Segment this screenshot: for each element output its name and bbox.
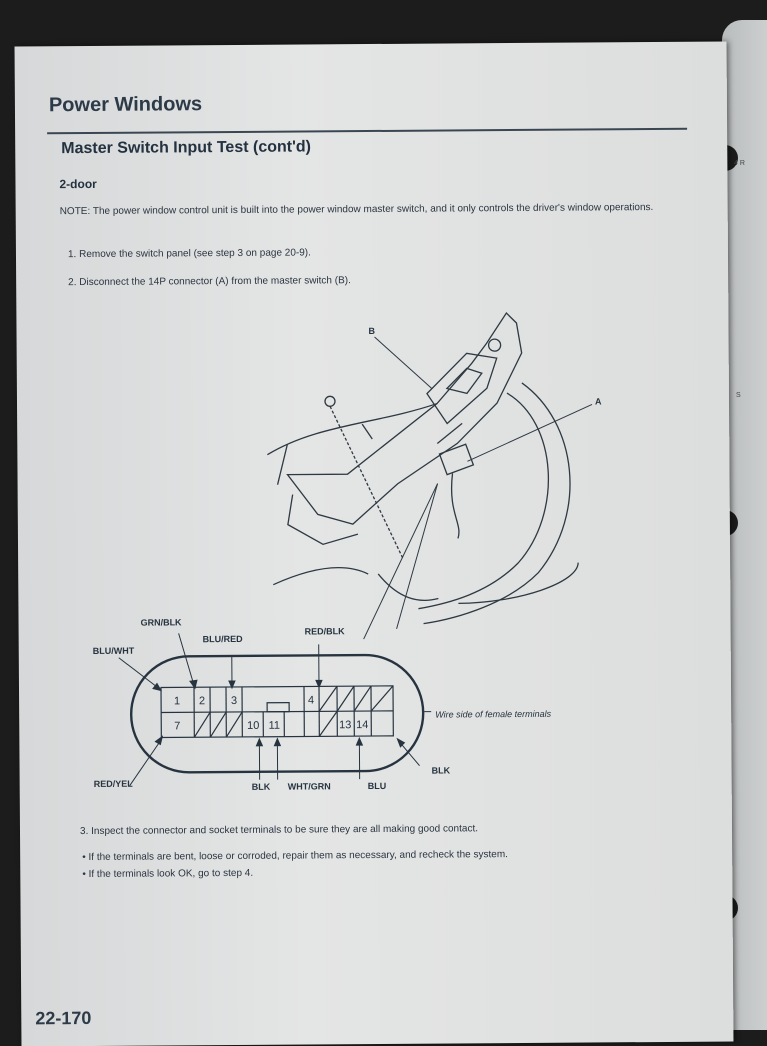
callout-leaders — [362, 335, 594, 639]
wire-label-grn-blk: GRN/BLK — [141, 617, 183, 627]
pin-7: 7 — [174, 720, 180, 732]
pin-2: 2 — [199, 695, 205, 707]
wire-label-blu-wht: BLU/WHT — [93, 646, 135, 656]
page-number: 22-170 — [35, 1008, 91, 1029]
callout-a: A — [595, 396, 602, 406]
connector-diagram: B A — [15, 42, 734, 1046]
wire-label-blu: BLU — [368, 781, 387, 791]
facing-page-mark: 4 R — [734, 160, 745, 167]
master-switch-illustration — [266, 313, 578, 625]
pin-13: 13 — [339, 719, 351, 731]
wire-label-blk-right: BLK — [432, 765, 451, 775]
callout-b: B — [368, 326, 375, 336]
wire-label-blu-red: BLU/RED — [203, 634, 244, 644]
wire-label-red-yel: RED/YEL — [94, 779, 134, 789]
pin-3: 3 — [231, 695, 237, 707]
manual-page: Power Windows Master Switch Input Test (… — [15, 42, 734, 1046]
wire-label-wht-grn: WHT/GRN — [288, 781, 331, 791]
pin-14: 14 — [356, 719, 368, 731]
wire-side-caption: Wire side of female terminals — [435, 709, 552, 720]
pin-1: 1 — [174, 695, 180, 707]
wire-label-blk-bottom: BLK — [252, 782, 271, 792]
facing-page-mark: S — [736, 392, 741, 399]
pin-10: 10 — [247, 720, 259, 732]
pin-4: 4 — [308, 694, 314, 706]
bullet-terminals-ok: • If the terminals look OK, go to step 4… — [82, 868, 253, 881]
pin-11: 11 — [269, 720, 281, 732]
wire-label-red-blk: RED/BLK — [305, 626, 346, 636]
